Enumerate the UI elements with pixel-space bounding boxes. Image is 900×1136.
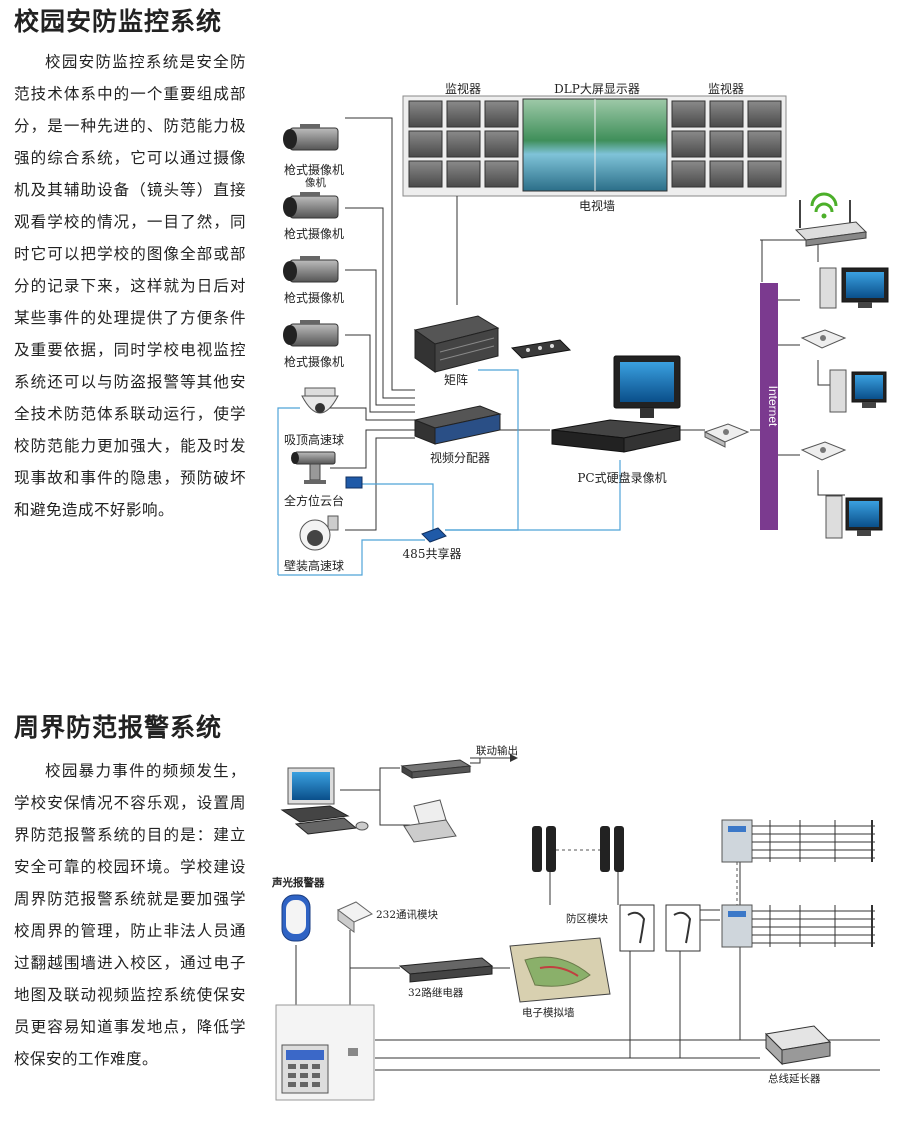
label-camera-1-overlap: 像机: [305, 176, 326, 189]
label-splitter: 视频分配器: [430, 450, 490, 465]
matrix-device: [413, 315, 500, 373]
label-sharer: 485共享器: [403, 546, 462, 561]
ptz-decoder: [345, 476, 363, 489]
fence-controller-1: [721, 819, 753, 863]
section2-paragraph: 校园暴力事件的频频发生，学校安保情况不容乐观，设置周界防范报警系统的目的是：建立…: [14, 762, 246, 1068]
client-pc-3: [825, 495, 883, 539]
label-tv-wall: 电视墙: [579, 198, 615, 213]
bus-extender: [764, 1025, 832, 1066]
alarm-host-pc: [280, 767, 369, 835]
internet-bar: [760, 283, 778, 530]
camera-4: [283, 320, 339, 347]
connection-lines: [330, 117, 845, 531]
label-matrix: 矩阵: [444, 373, 468, 387]
label-monitor-left: 监视器: [445, 81, 481, 96]
infrared-beam-sensors: [532, 826, 624, 905]
label-linkage: 联动输出: [476, 744, 518, 757]
rs232-module: [337, 901, 373, 933]
rs485-sharer: [421, 527, 447, 543]
alarm-control-panel: [275, 1004, 375, 1101]
wifi-router: [794, 192, 868, 247]
network-switch: [703, 423, 750, 448]
client-pc-1: [819, 267, 889, 309]
section1-paragraph: 校园安防监控系统是安全防范技术体系中的一个重要组成部分，是一种先进的、防范能力极…: [14, 53, 246, 519]
monitor-grid-left: [408, 100, 519, 188]
label-zone: 防区模块: [566, 912, 608, 925]
ptz-camera: [291, 451, 336, 484]
label-bus-ext: 总线延长器: [768, 1072, 821, 1085]
rs485-lines: [277, 369, 621, 576]
label-ceiling-dome: 吸顶高速球: [284, 432, 344, 447]
section1-title: 校园安防监控系统: [14, 7, 223, 36]
electric-fence: [752, 820, 875, 947]
electronic-map: [509, 937, 611, 1003]
monitor-grid-right: [671, 100, 782, 188]
zone-module-2: [665, 904, 701, 952]
tv-wall: [402, 95, 787, 197]
camera-1: [283, 124, 339, 151]
label-camera-2: 枪式摄像机: [284, 226, 344, 241]
client-pc-2: [829, 369, 887, 413]
printer: [403, 799, 457, 843]
video-splitter: [413, 405, 502, 445]
camera-3: [283, 256, 339, 283]
label-wall-dome: 壁装高速球: [284, 558, 344, 573]
relay-32: [398, 957, 494, 983]
client-switch-2: [800, 441, 847, 461]
section2-title: 周界防范报警系统: [14, 713, 223, 742]
label-relay: 32路继电器: [408, 986, 464, 999]
zone-module-1: [619, 904, 655, 952]
label-232: 232通讯模块: [376, 908, 439, 921]
label-internet: Internet: [766, 386, 780, 427]
label-camera-3: 枪式摄像机: [284, 290, 344, 305]
fence-controller-2: [721, 904, 753, 948]
keyboard-controller: [510, 339, 572, 359]
ceiling-dome-camera: [301, 387, 339, 414]
label-camera-4: 枪式摄像机: [284, 354, 344, 369]
label-emap: 电子模拟墙: [522, 1006, 575, 1019]
label-dvr: PC式硬盘录像机: [577, 470, 666, 485]
label-monitor-right: 监视器: [708, 81, 744, 96]
camera-2: [283, 192, 339, 219]
wall-dome-camera: [299, 515, 339, 551]
label-dlp: DLP大屏显示器: [554, 82, 640, 96]
client-switch-1: [800, 329, 847, 349]
label-ptz: 全方位云台: [284, 493, 344, 508]
label-camera-1: 枪式摄像机: [284, 162, 344, 177]
linkage-output-device: [400, 759, 472, 779]
pc-dvr: [551, 355, 681, 453]
siren: [281, 894, 311, 942]
label-siren: 声光报警器: [271, 876, 325, 889]
